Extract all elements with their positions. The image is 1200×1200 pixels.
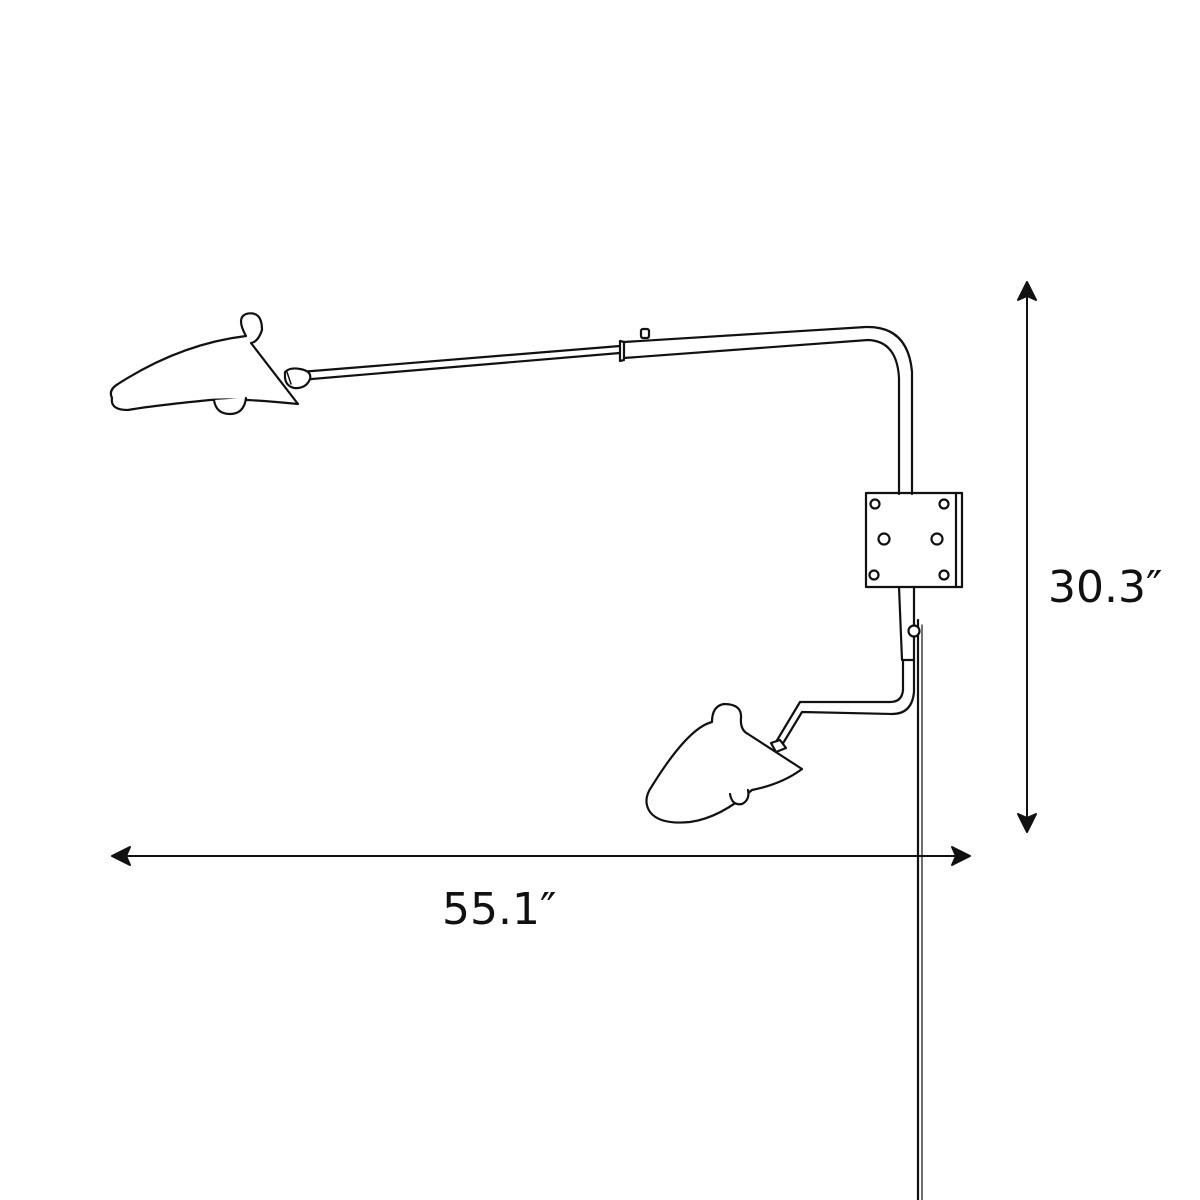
lower-lamp-shade <box>645 702 804 824</box>
width-dimension-arrow <box>111 846 971 866</box>
height-dimension-label: 30.3″ <box>1048 562 1163 613</box>
upper-lamp-shade <box>109 312 312 416</box>
width-dimension-label: 55.1″ <box>442 884 557 935</box>
lower-arm <box>774 658 916 747</box>
wall-mount-plate <box>864 491 964 589</box>
height-dimension-arrow <box>1017 281 1037 833</box>
upper-arm <box>298 325 921 662</box>
